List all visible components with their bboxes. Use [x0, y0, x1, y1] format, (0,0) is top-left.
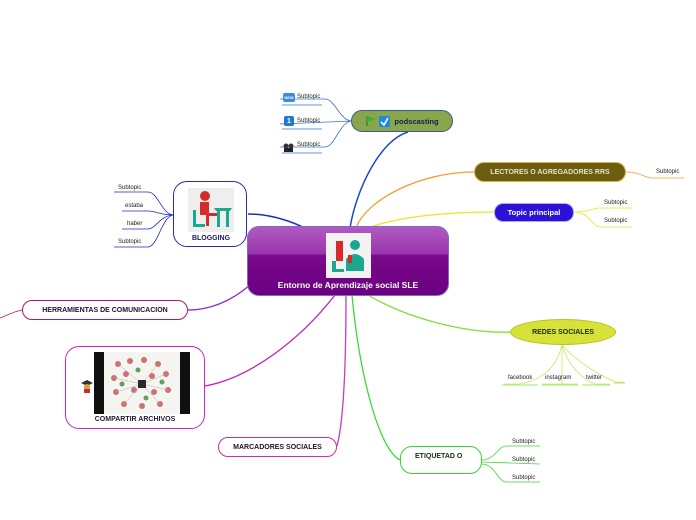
compartir-label: COMPARTIR ARCHIVOS — [94, 416, 176, 423]
compartir-node[interactable]: COMPARTIR ARCHIVOS — [65, 346, 205, 429]
lectores-subtopic-1[interactable]: Subtopic — [656, 169, 680, 175]
etiquetado-subtopic-3[interactable]: Subtopic — [512, 475, 536, 481]
blogging-subtopic-1[interactable]: Subtopic — [118, 185, 142, 191]
podcasting-node[interactable]: podscasting — [351, 110, 453, 132]
marcadores-label: MARCADORES SOCIALES — [233, 443, 322, 451]
redes-subtopic-instagram[interactable]: instagram — [545, 375, 572, 381]
number-one-icon: 1 — [284, 116, 294, 126]
students-teacher-icon — [326, 233, 371, 278]
redes-label: REDES SOCIALES — [532, 328, 594, 336]
podcasting-subtopic-2[interactable]: Subtopic — [297, 118, 321, 124]
connector-herramientas — [187, 284, 251, 311]
connector-redes — [367, 294, 513, 333]
blogging-subtopic-3[interactable]: haber — [127, 221, 143, 227]
herramientas-node[interactable]: HERRAMIENTAS DE COMUNICACION — [22, 300, 188, 320]
connector-etiquetado — [351, 294, 401, 461]
connector-podcasting — [349, 131, 409, 229]
blogging-label: BLOGGING — [191, 235, 231, 242]
connector-lectores — [355, 171, 475, 229]
podcasting-label: podscasting — [394, 116, 439, 126]
podcasting-subtopic-1[interactable]: Subtopic — [297, 94, 321, 100]
central-node[interactable]: Entorno de Aprendizaje social SLE — [247, 226, 449, 296]
etiquetado-subtopic-1[interactable]: Subtopic — [512, 439, 536, 445]
connector-topic-principal — [367, 211, 495, 229]
etiquetado-subtopic-2[interactable]: Subtopic — [512, 457, 536, 463]
blogging-subtopic-2[interactable]: estaba — [125, 203, 144, 209]
film-camera-icon — [283, 140, 295, 152]
redes-subtopic-facebook[interactable]: facebook — [508, 375, 533, 381]
lectores-label: LECTORES O AGREGADORES RRS — [490, 168, 610, 176]
lectores-node[interactable]: LECTORES O AGREGADORES RRS — [474, 162, 626, 182]
flag-icon — [365, 116, 377, 126]
redes-subtopic-twitter[interactable]: twitter — [586, 375, 603, 381]
network-video-thumbnail — [94, 352, 190, 414]
topic-principal-node[interactable]: Topic principal — [494, 203, 574, 222]
checkbox-icon — [379, 115, 391, 127]
herramientas-label: HERRAMIENTAS DE COMUNICACION — [42, 306, 168, 314]
topic-principal-subtopic-1[interactable]: Subtopic — [604, 200, 628, 206]
new-badge-icon: NEW — [283, 93, 295, 102]
connector-compartir — [204, 294, 336, 387]
etiquetado-label: ETIQUETAD O — [415, 453, 463, 460]
student-desk-icon — [188, 188, 234, 232]
graduate-icon — [80, 379, 94, 393]
topic-principal-subtopic-2[interactable]: Subtopic — [604, 218, 628, 224]
connector-marcadores — [336, 294, 347, 447]
podcasting-subtopic-3[interactable]: Subtopic — [297, 142, 321, 148]
blogging-subtopic-4[interactable]: Subtopic — [118, 239, 142, 245]
topic-principal-label: Topic principal — [507, 208, 561, 217]
central-label: Entorno de Aprendizaje social SLE — [277, 280, 419, 290]
blogging-node[interactable]: BLOGGING — [173, 181, 247, 247]
marcadores-node[interactable]: MARCADORES SOCIALES — [218, 437, 337, 457]
redes-node[interactable]: REDES SOCIALES — [510, 319, 616, 345]
etiquetado-node[interactable]: ETIQUETAD O — [400, 446, 482, 474]
